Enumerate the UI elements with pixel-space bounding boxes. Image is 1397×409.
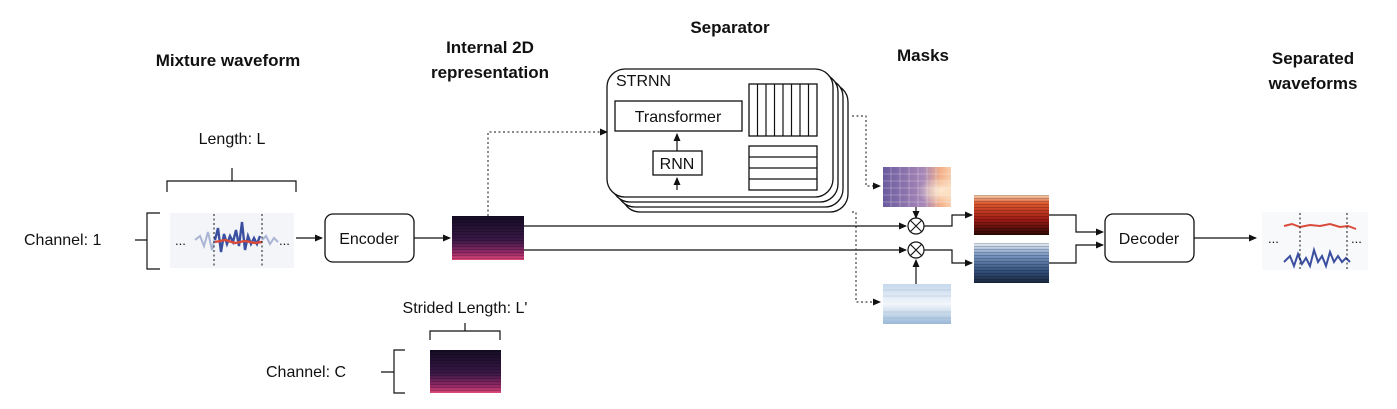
channel-1-bracket — [135, 212, 160, 270]
channel-c-bracket — [381, 349, 405, 394]
vertical-chunk-grid — [748, 83, 818, 137]
strided-length-bracket — [429, 323, 501, 340]
separated-waveforms-plot: ... ... — [1262, 212, 1368, 270]
horizontal-chunk-grid — [748, 145, 818, 191]
line-output2-to-decoder — [1049, 241, 1104, 264]
header-separated-line2: waveforms — [1268, 74, 1358, 93]
header-internal-2d-line1: Internal 2D — [446, 38, 534, 57]
arrow-mult2-to-output2 — [924, 249, 973, 267]
dotted-separator-to-mask2 — [852, 211, 881, 306]
channel-1-label: Channel: 1 — [24, 232, 101, 249]
arrow-mult1-to-output1 — [924, 211, 973, 227]
mixture-ellipsis-left: ... — [175, 233, 186, 248]
length-bracket — [166, 168, 297, 192]
separated-waveform-red — [1283, 222, 1357, 230]
mask-2 — [883, 284, 951, 324]
internal-representation — [452, 216, 524, 260]
mixture-waveform-red — [214, 238, 263, 245]
transformer-label: Transformer — [635, 109, 722, 126]
multiply-icon-2 — [907, 241, 925, 259]
header-separator: Separator — [690, 18, 770, 37]
mixture-waveform-plot: ... ... — [170, 213, 294, 268]
separated-ellipsis-left: ... — [1268, 231, 1279, 246]
mixture-ellipsis-right: ... — [279, 233, 290, 248]
mixture-waveform-faded-right — [261, 234, 279, 246]
line-output1-to-decoder — [1049, 214, 1104, 236]
dotted-separator-to-mask1 — [852, 115, 881, 190]
masked-representation-2 — [974, 243, 1049, 283]
channel-c-label: Channel: C — [266, 364, 346, 381]
rnn-label: RNN — [660, 156, 695, 173]
decoder-block: Decoder — [1104, 213, 1195, 263]
separated-ellipsis-right: ... — [1351, 231, 1362, 246]
encoder-label: Encoder — [339, 231, 399, 248]
header-separated-line1: Separated — [1272, 49, 1354, 68]
strnn-label: STRNN — [616, 73, 671, 90]
decoder-label: Decoder — [1119, 231, 1180, 248]
header-internal-2d-line2: representation — [431, 63, 549, 82]
strided-representation — [430, 350, 501, 393]
mask-1 — [883, 167, 951, 207]
header-mixture-waveform: Mixture waveform — [156, 51, 301, 70]
strided-length-label: Strided Length: L' — [403, 300, 528, 317]
multiply-icon-1 — [907, 217, 925, 235]
encoder-block: Encoder — [324, 213, 415, 263]
rnn-block: RNN — [652, 150, 703, 176]
transformer-block: Transformer — [614, 100, 743, 132]
separated-waveform-blue — [1283, 246, 1351, 270]
masked-representation-1 — [974, 195, 1049, 235]
dotted-rep-to-separator — [487, 128, 608, 216]
mixture-waveform-faded — [194, 231, 216, 251]
mixture-waveform-blue — [213, 221, 262, 253]
length-label: Length: L — [199, 131, 266, 148]
header-masks: Masks — [897, 46, 949, 65]
